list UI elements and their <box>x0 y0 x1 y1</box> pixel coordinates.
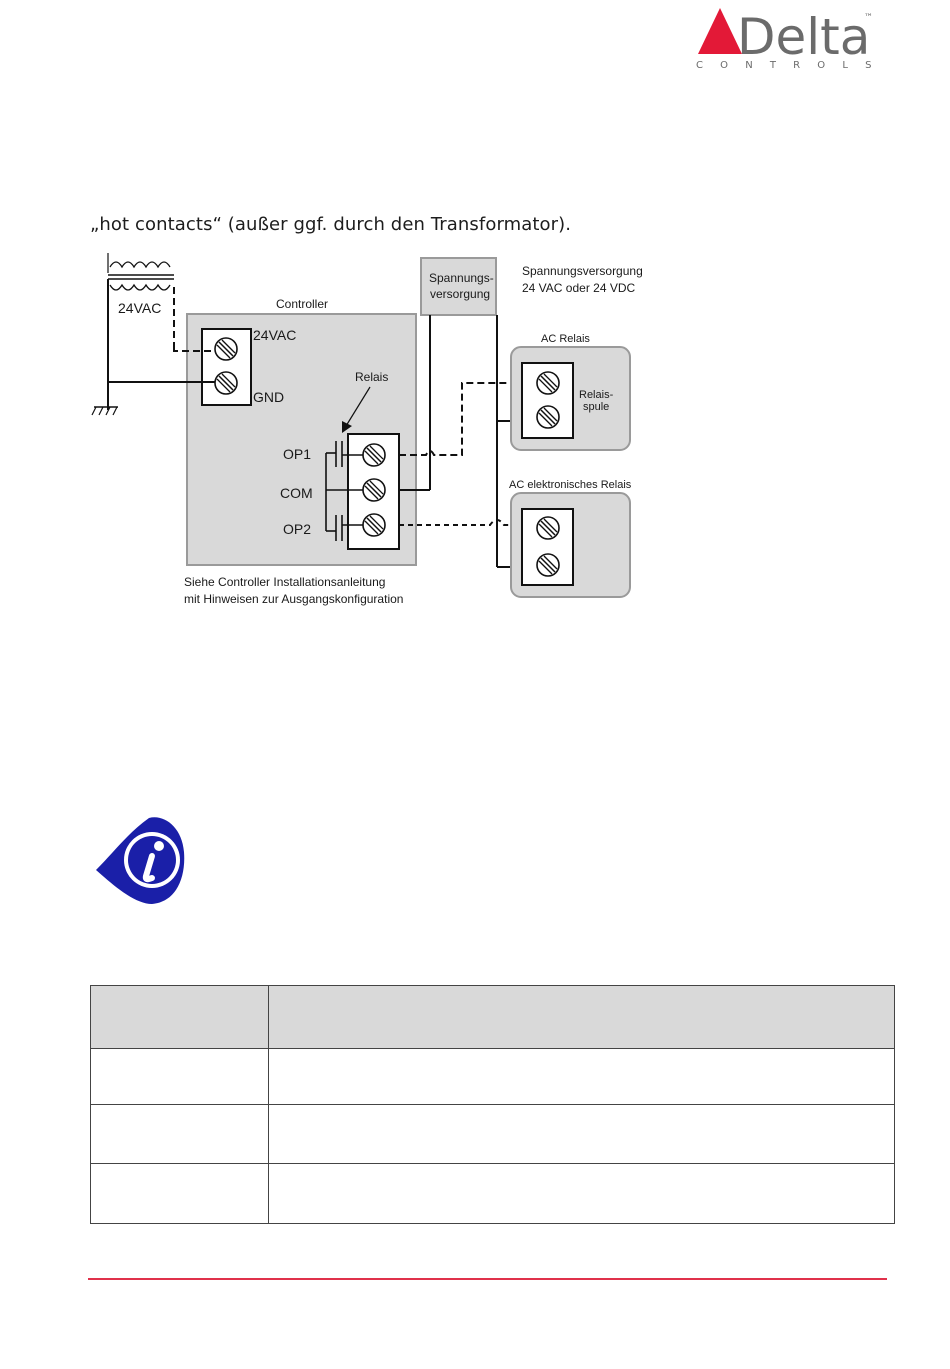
info-icon <box>96 817 185 904</box>
table-row <box>90 1048 895 1105</box>
table-header-cell <box>90 985 269 1049</box>
relay-contacts <box>325 441 363 541</box>
power-note-line2: 24 VAC oder 24 VDC <box>522 281 636 295</box>
intro-text: „hot contacts“ (außer ggf. durch den Tra… <box>90 214 572 235</box>
transformer: 24VAC <box>107 253 175 410</box>
table-row <box>90 1104 895 1164</box>
relay-label: Relais <box>355 370 388 384</box>
delta-controls-logo: Delta ™ C O N T R O L S <box>696 8 878 71</box>
ground-icon <box>91 382 118 416</box>
power-box-line1: Spannungs- <box>429 271 494 285</box>
logo-tagline: C O N T R O L S <box>696 60 878 71</box>
table-cell <box>90 1048 269 1105</box>
logo-wordmark: Delta <box>737 8 870 66</box>
relay-coil-line1: Relais- <box>579 389 614 401</box>
table-header-row <box>90 985 895 1049</box>
footnote-line1: Siehe Controller Installationsanleitung <box>184 575 385 589</box>
power-box-line2: versorgung <box>430 287 490 301</box>
ac-electronic-relay-label: AC elektronisches Relais <box>509 479 632 491</box>
spec-table <box>90 985 895 1224</box>
footer-rule <box>88 1278 887 1280</box>
table-row <box>90 1163 895 1224</box>
terminal-gnd-label: GND <box>253 389 284 405</box>
delta-triangle-icon <box>698 8 742 54</box>
power-note-line1: Spannungsversorgung <box>522 264 643 278</box>
table-cell <box>268 1163 895 1224</box>
table-cell <box>268 1048 895 1105</box>
com-label: COM <box>280 485 313 501</box>
power-supply-box <box>420 257 497 316</box>
controller-label: Controller <box>276 297 328 311</box>
table-cell <box>268 1104 895 1164</box>
wiring-diagram: 24VAC Controller 24VAC GND Relais OP1 CO… <box>91 253 643 606</box>
relay-coil-line2: spule <box>583 401 609 413</box>
footnote-line2: mit Hinweisen zur Ausgangskonfiguration <box>184 592 403 606</box>
table-cell <box>90 1104 269 1164</box>
transformer-label: 24VAC <box>118 300 161 316</box>
logo-trademark: ™ <box>864 13 873 23</box>
table-cell <box>90 1163 269 1224</box>
terminal-24vac-label: 24VAC <box>253 327 296 343</box>
table-header-cell <box>268 985 895 1049</box>
ac-relay-label: AC Relais <box>541 333 590 345</box>
op2-label: OP2 <box>283 521 311 537</box>
op1-label: OP1 <box>283 446 311 462</box>
